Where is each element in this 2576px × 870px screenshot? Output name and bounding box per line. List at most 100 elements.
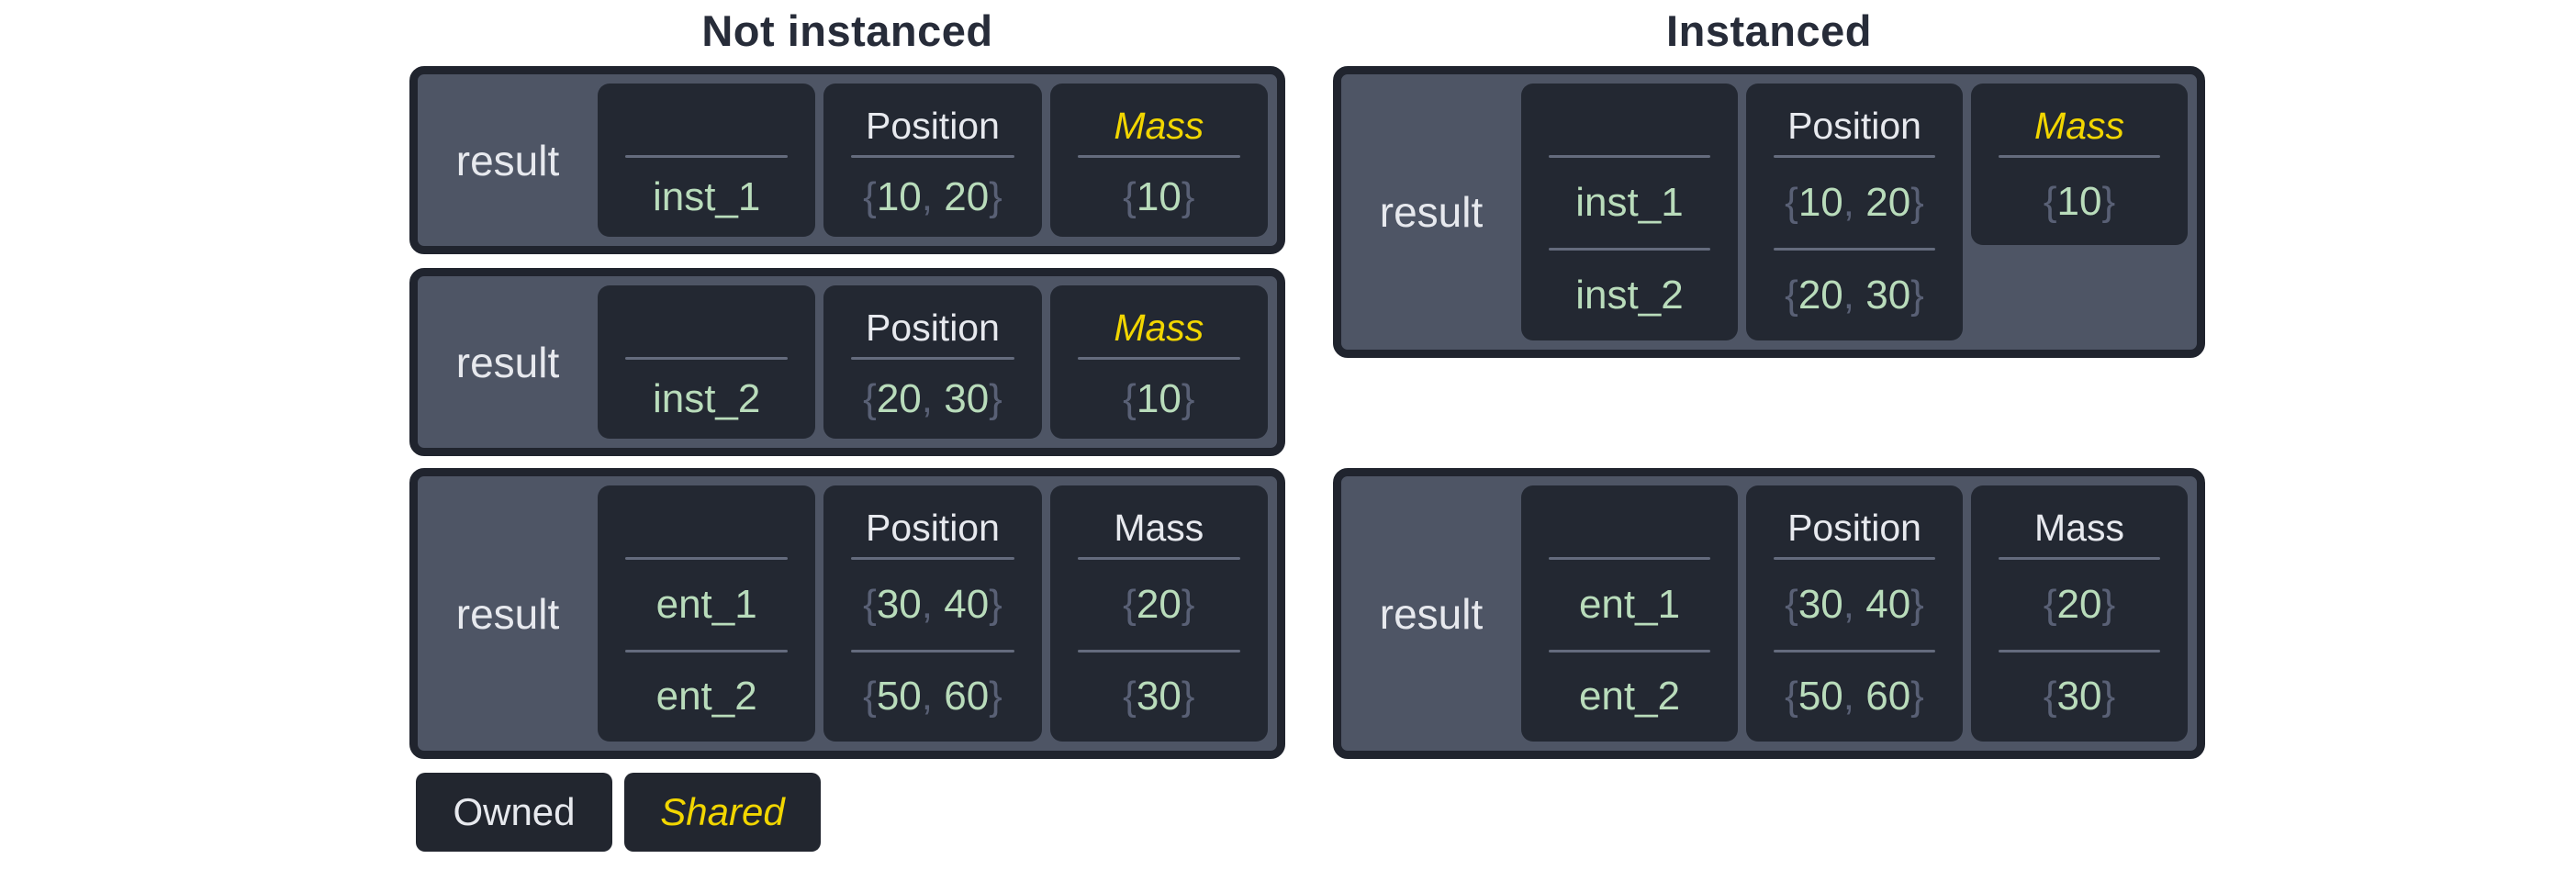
column-divider [851, 649, 1014, 652]
column-header [1527, 84, 1732, 155]
tuple-value: {20, 30} [863, 376, 1002, 421]
column-divider [1077, 357, 1240, 360]
columns-row: inst_1 Position {10, 20} Mass {10} [598, 84, 1268, 237]
column-divider [1774, 557, 1935, 560]
column-divider [1999, 649, 2160, 652]
column-header: Mass [2034, 507, 2124, 549]
entity-name: ent_1 [1578, 581, 1681, 627]
column-divider [1774, 649, 1935, 652]
section-title: Instanced [1666, 6, 1872, 55]
column-divider [1549, 649, 1710, 652]
component-column-cell: Mass {10} [1049, 84, 1268, 237]
column-header [603, 84, 810, 155]
tuple-value: {10} [2043, 178, 2116, 224]
legend-owned-label: Owned [453, 790, 576, 833]
name-value: inst_2 [1527, 251, 1732, 340]
column-divider [1999, 155, 2160, 158]
tuple-value: {20} [1123, 581, 1195, 627]
component-column-cell: Mass {10} [1049, 285, 1268, 439]
legend-owned-chip: Owned [416, 773, 612, 852]
column-header: Position [866, 105, 1000, 147]
component-column-cell: Mass{20}{30} [1049, 485, 1268, 742]
component-column-cell: Position {10, 20} {20, 30} [1746, 84, 1963, 340]
column-divider [1077, 649, 1240, 652]
column-header: Position [866, 307, 1000, 349]
columns-row: inst_2 Position {20, 30} Mass {10} [598, 285, 1268, 439]
column-divider [851, 155, 1014, 158]
tuple-value: {20} [2043, 581, 2116, 627]
column-header: Mass [2034, 105, 2124, 147]
column-divider [1549, 557, 1710, 560]
component-column-cell: Mass {20} {30} [1971, 485, 2188, 742]
archetype-table: result ent_1 ent_2 Position {30, 40} {50, 60}… [409, 468, 1285, 759]
component-column-cell: Position{30, 40}{50, 60} [1746, 485, 1963, 742]
component-column-cell: ent_1 ent_2 [598, 485, 816, 742]
component-column-cell: Mass {10} [1971, 84, 2188, 245]
name-value: ent_1 [1527, 560, 1732, 650]
column-divider [1549, 248, 1710, 251]
row-label: result [455, 136, 560, 184]
tuple-value: {30} [2043, 674, 2116, 719]
column-header: Mass [1114, 507, 1204, 549]
archetype-table: result inst_1 Position {10, 20} Mass {10} [409, 66, 1285, 254]
column-header: Mass [1114, 307, 1204, 349]
component-column-cell: ent_1 ent_2 [1521, 485, 1738, 742]
column-header [603, 285, 810, 357]
tuple-value: {30, 40} [863, 581, 1002, 627]
entity-name: inst_2 [1575, 273, 1684, 318]
column-divider [1774, 248, 1935, 251]
archetype-table: result ent_1 ent_2 Position{30, 40}{50, 60}… [1333, 468, 2205, 759]
column-divider [1999, 557, 2160, 560]
column-divider [1549, 155, 1710, 158]
component-column-cell: Position {10, 20} [823, 84, 1042, 237]
name-value: ent_2 [603, 652, 810, 742]
tuple-value: {20, 30} [1785, 273, 1924, 318]
column-divider [625, 557, 789, 560]
name-value: ent_1 [603, 560, 810, 650]
component-column-cell: inst_1 [598, 84, 816, 237]
tuple-value: {10, 20} [863, 174, 1002, 219]
entity-name: inst_2 [652, 376, 761, 421]
tuple-value: {50, 60} [863, 674, 1002, 719]
column-header: Mass [1114, 105, 1204, 147]
entity-name: inst_1 [652, 174, 761, 219]
row-label: result [1379, 589, 1484, 638]
columns-row: inst_1 inst_2 Position {10, 20} {20, 30} Mass… [1521, 84, 2188, 340]
legend-shared-label: Shared [660, 790, 785, 833]
column-divider [851, 357, 1014, 360]
column-divider [1077, 155, 1240, 158]
column-divider [625, 649, 789, 652]
tuple-value: {10, 20} [1785, 180, 1924, 225]
tables-container: result inst_1 inst_2 Position {10, 20} {20, 3… [1333, 0, 2205, 870]
column-header: Position [1787, 105, 1921, 147]
columns-row: ent_1 ent_2 Position{30, 40}{50, 60} Mass {2… [1521, 485, 2188, 742]
section-title: Not instanced [701, 6, 993, 55]
column-divider [1077, 557, 1240, 560]
name-value: ent_2 [1527, 652, 1732, 742]
component-column-cell: inst_1 inst_2 [1521, 84, 1738, 340]
entity-name: ent_2 [1578, 674, 1681, 719]
name-value: inst_1 [603, 158, 810, 237]
component-column-cell: Position {20, 30} [823, 285, 1042, 439]
column-divider [851, 557, 1014, 560]
component-column-cell: inst_2 [598, 285, 816, 439]
entity-name: ent_1 [655, 581, 757, 627]
name-value: inst_1 [1527, 158, 1732, 248]
column-divider [625, 155, 789, 158]
columns-row: ent_1 ent_2 Position {30, 40} {50, 60} Mass {2… [598, 485, 1268, 742]
archetype-table: result inst_2 Position {20, 30} Mass {10} [409, 268, 1285, 456]
tuple-value: {10} [1123, 376, 1195, 421]
column-header [603, 485, 810, 557]
row-label: result [455, 589, 560, 638]
entity-name: ent_2 [655, 674, 757, 719]
row-label: result [455, 338, 560, 386]
legend: Owned Shared [416, 773, 821, 852]
tuple-value: {50, 60} [1785, 674, 1924, 719]
tuple-value: {10} [1123, 174, 1195, 219]
entity-name: inst_1 [1575, 180, 1684, 225]
column-divider [1774, 155, 1935, 158]
column-header: Position [866, 507, 1000, 549]
